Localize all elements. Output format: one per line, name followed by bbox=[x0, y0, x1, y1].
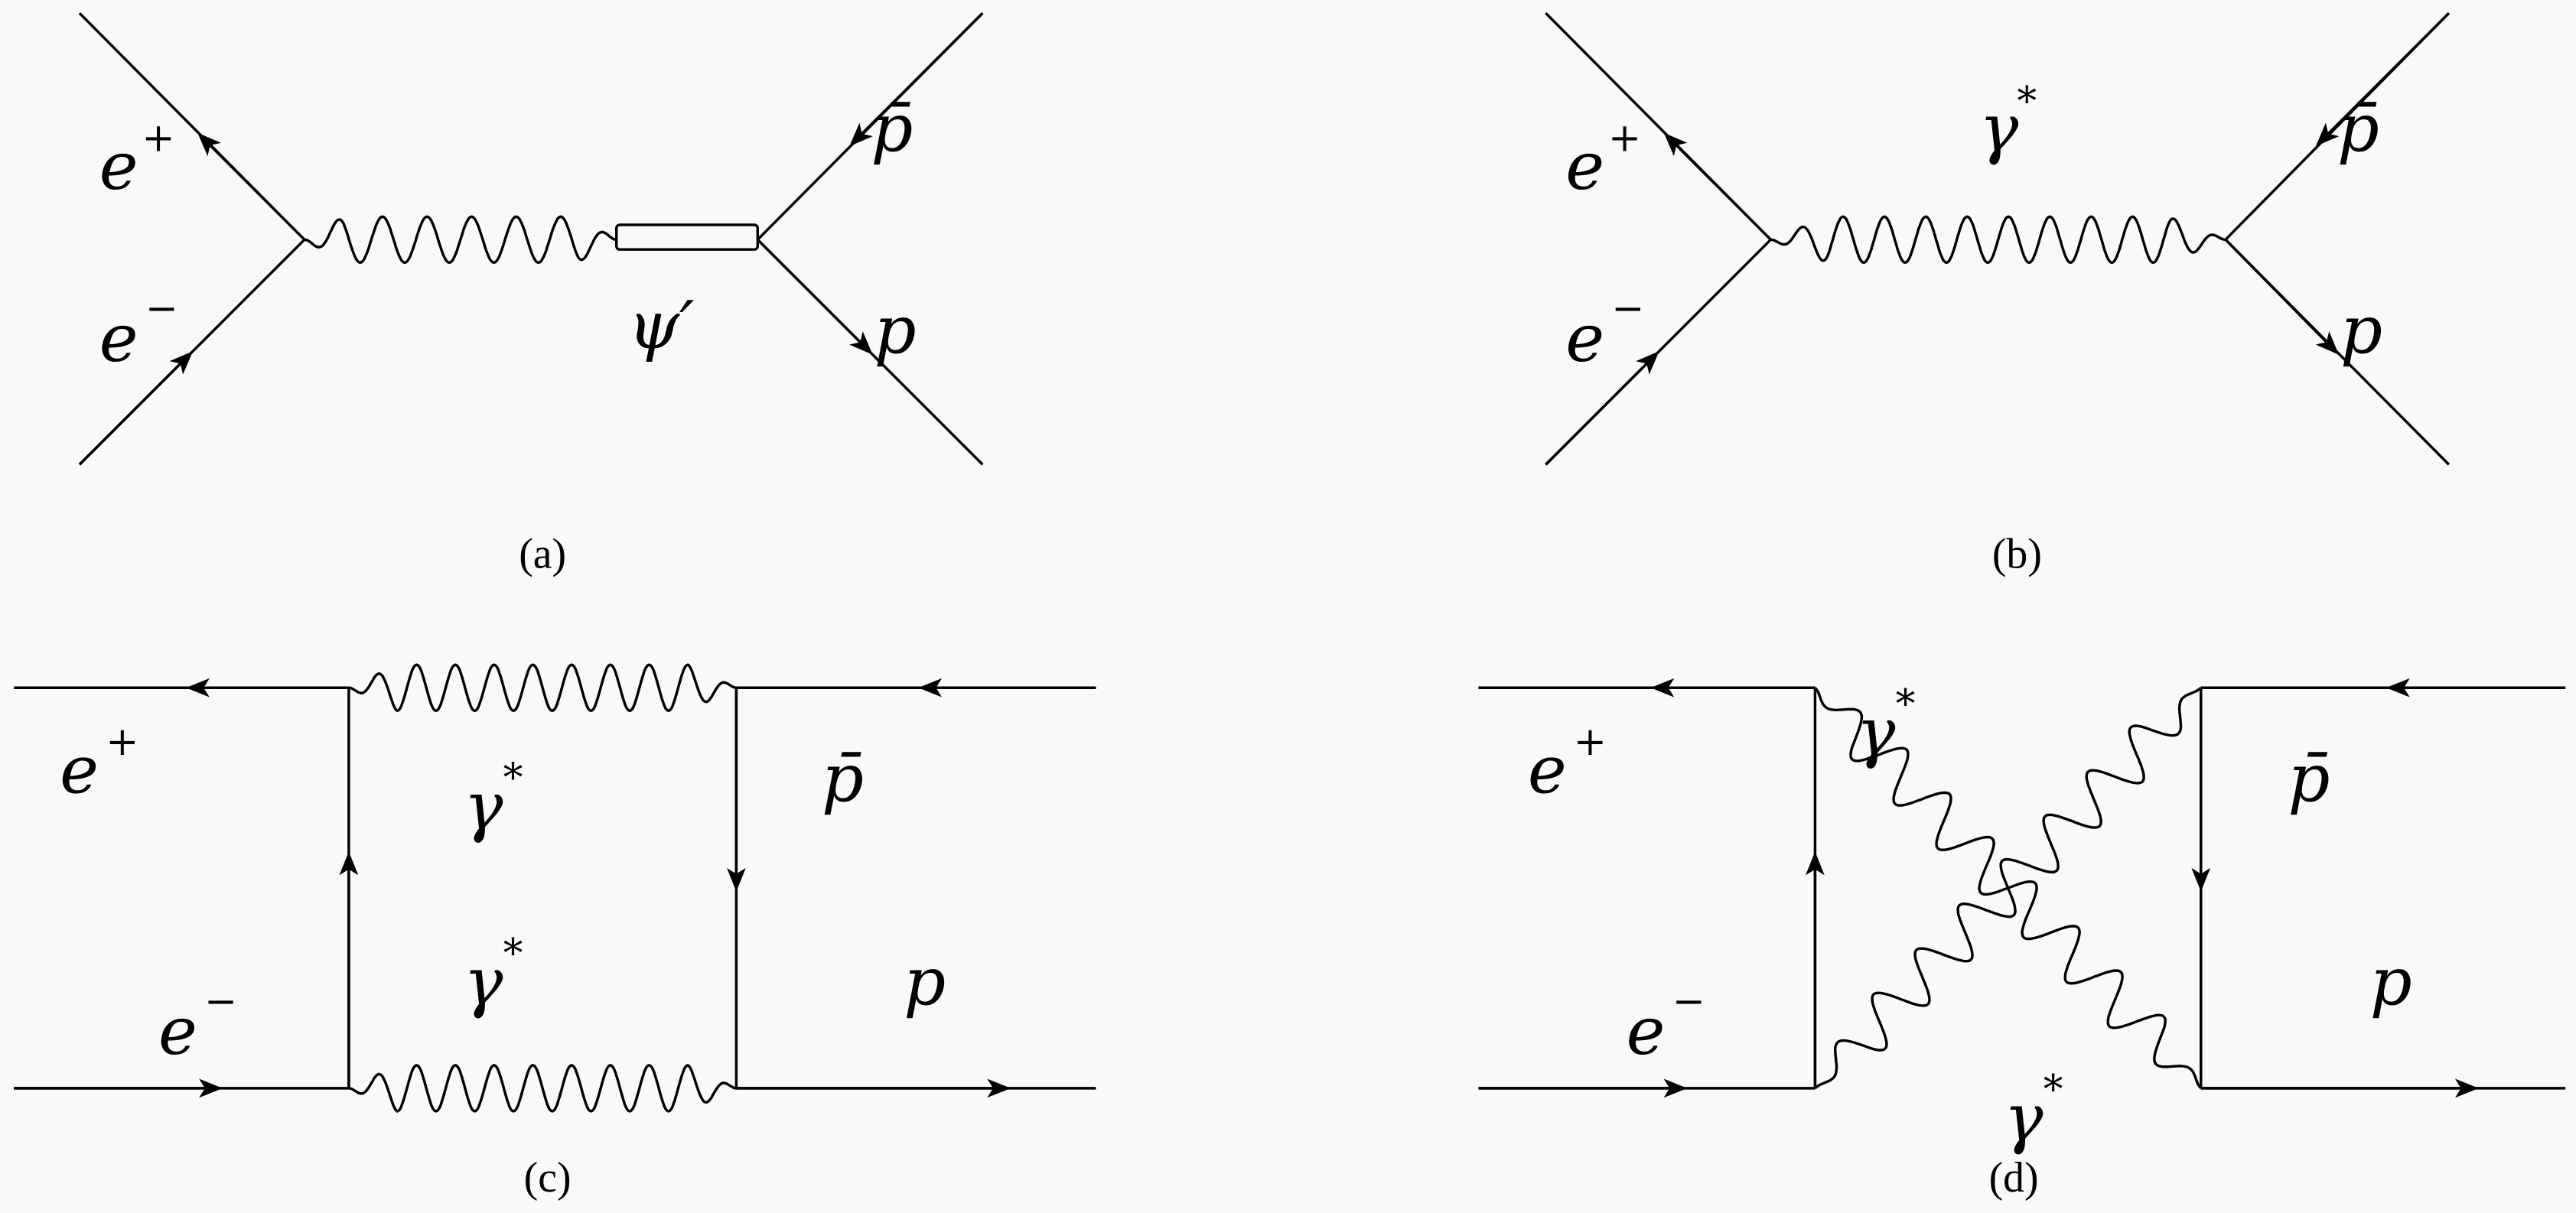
photon-propagator bbox=[1770, 215, 2226, 265]
label-gamma-star: γ bbox=[1979, 90, 2019, 167]
label-sup: − bbox=[145, 286, 178, 332]
arrow-icon bbox=[1663, 132, 1772, 241]
arrow-icon bbox=[197, 132, 306, 241]
label-sup: * bbox=[503, 755, 523, 801]
label-p: p bbox=[2340, 292, 2382, 369]
diagram-d: e + e − γ * γ * p̄ p (d) bbox=[1478, 678, 2566, 1202]
photon-propagator bbox=[304, 215, 617, 265]
label-pbar: p̄ bbox=[822, 740, 864, 817]
caption-d: (d) bbox=[1989, 1154, 2039, 1202]
diagram-a: e + e − p̄ p ψ′ (a) bbox=[78, 11, 984, 578]
label-pbar: p̄ bbox=[2288, 740, 2330, 817]
label-p: p bbox=[904, 944, 946, 1020]
label-sup: * bbox=[1896, 681, 1916, 727]
label-gamma-star-top: γ bbox=[464, 769, 503, 845]
diagram-c: e + e − γ * γ * p̄ p (c) bbox=[14, 663, 1096, 1202]
caption-c: (c) bbox=[524, 1154, 572, 1202]
label-e-plus: e bbox=[60, 733, 99, 809]
photon-propagator-bottom bbox=[348, 1063, 737, 1113]
caption-a: (a) bbox=[519, 531, 566, 578]
arrow-icon bbox=[2315, 11, 2451, 147]
label-sup: * bbox=[2017, 79, 2037, 125]
label-sup: * bbox=[2044, 1067, 2063, 1113]
psi-prime-resonance-box bbox=[615, 223, 760, 251]
label-e-minus: e bbox=[1565, 301, 1604, 377]
label-sup: * bbox=[503, 931, 523, 977]
label-e-plus: e bbox=[1528, 733, 1567, 809]
label-pbar: p̄ bbox=[2337, 90, 2379, 167]
label-sup: + bbox=[1574, 719, 1607, 765]
label-gamma-star-bottom: γ bbox=[464, 944, 503, 1020]
label-e-minus: e bbox=[158, 993, 197, 1070]
arrow-icon bbox=[2224, 239, 2340, 355]
label-gamma-star-2: γ bbox=[2004, 1081, 2044, 1157]
label-sup: − bbox=[1611, 286, 1644, 332]
caption-b: (b) bbox=[1992, 531, 2042, 578]
label-p: p bbox=[2370, 944, 2412, 1020]
photon-propagator-crossed-2 bbox=[1814, 686, 2202, 1090]
label-gamma-star-1: γ bbox=[1856, 694, 1896, 771]
label-pbar: p̄ bbox=[871, 90, 913, 167]
arrow-icon bbox=[757, 239, 873, 355]
arrow-icon bbox=[78, 351, 194, 466]
label-sup: + bbox=[106, 719, 138, 765]
label-sup: − bbox=[204, 978, 237, 1024]
label-e-plus: e bbox=[1565, 128, 1604, 205]
photon-propagator-top bbox=[348, 663, 737, 713]
label-sup: + bbox=[1608, 115, 1641, 161]
label-e-minus: e bbox=[1627, 993, 1666, 1070]
label-p: p bbox=[874, 292, 917, 369]
label-e-minus: e bbox=[99, 301, 138, 377]
arrow-icon bbox=[849, 11, 984, 147]
label-sup: − bbox=[1672, 978, 1705, 1024]
diagram-b: e + e − p̄ p γ * (b) bbox=[1545, 11, 2451, 578]
label-sup: + bbox=[142, 115, 174, 161]
label-psi-prime: ψ′ bbox=[628, 288, 695, 364]
label-e-plus: e bbox=[99, 128, 138, 205]
arrow-icon bbox=[1545, 351, 1659, 466]
